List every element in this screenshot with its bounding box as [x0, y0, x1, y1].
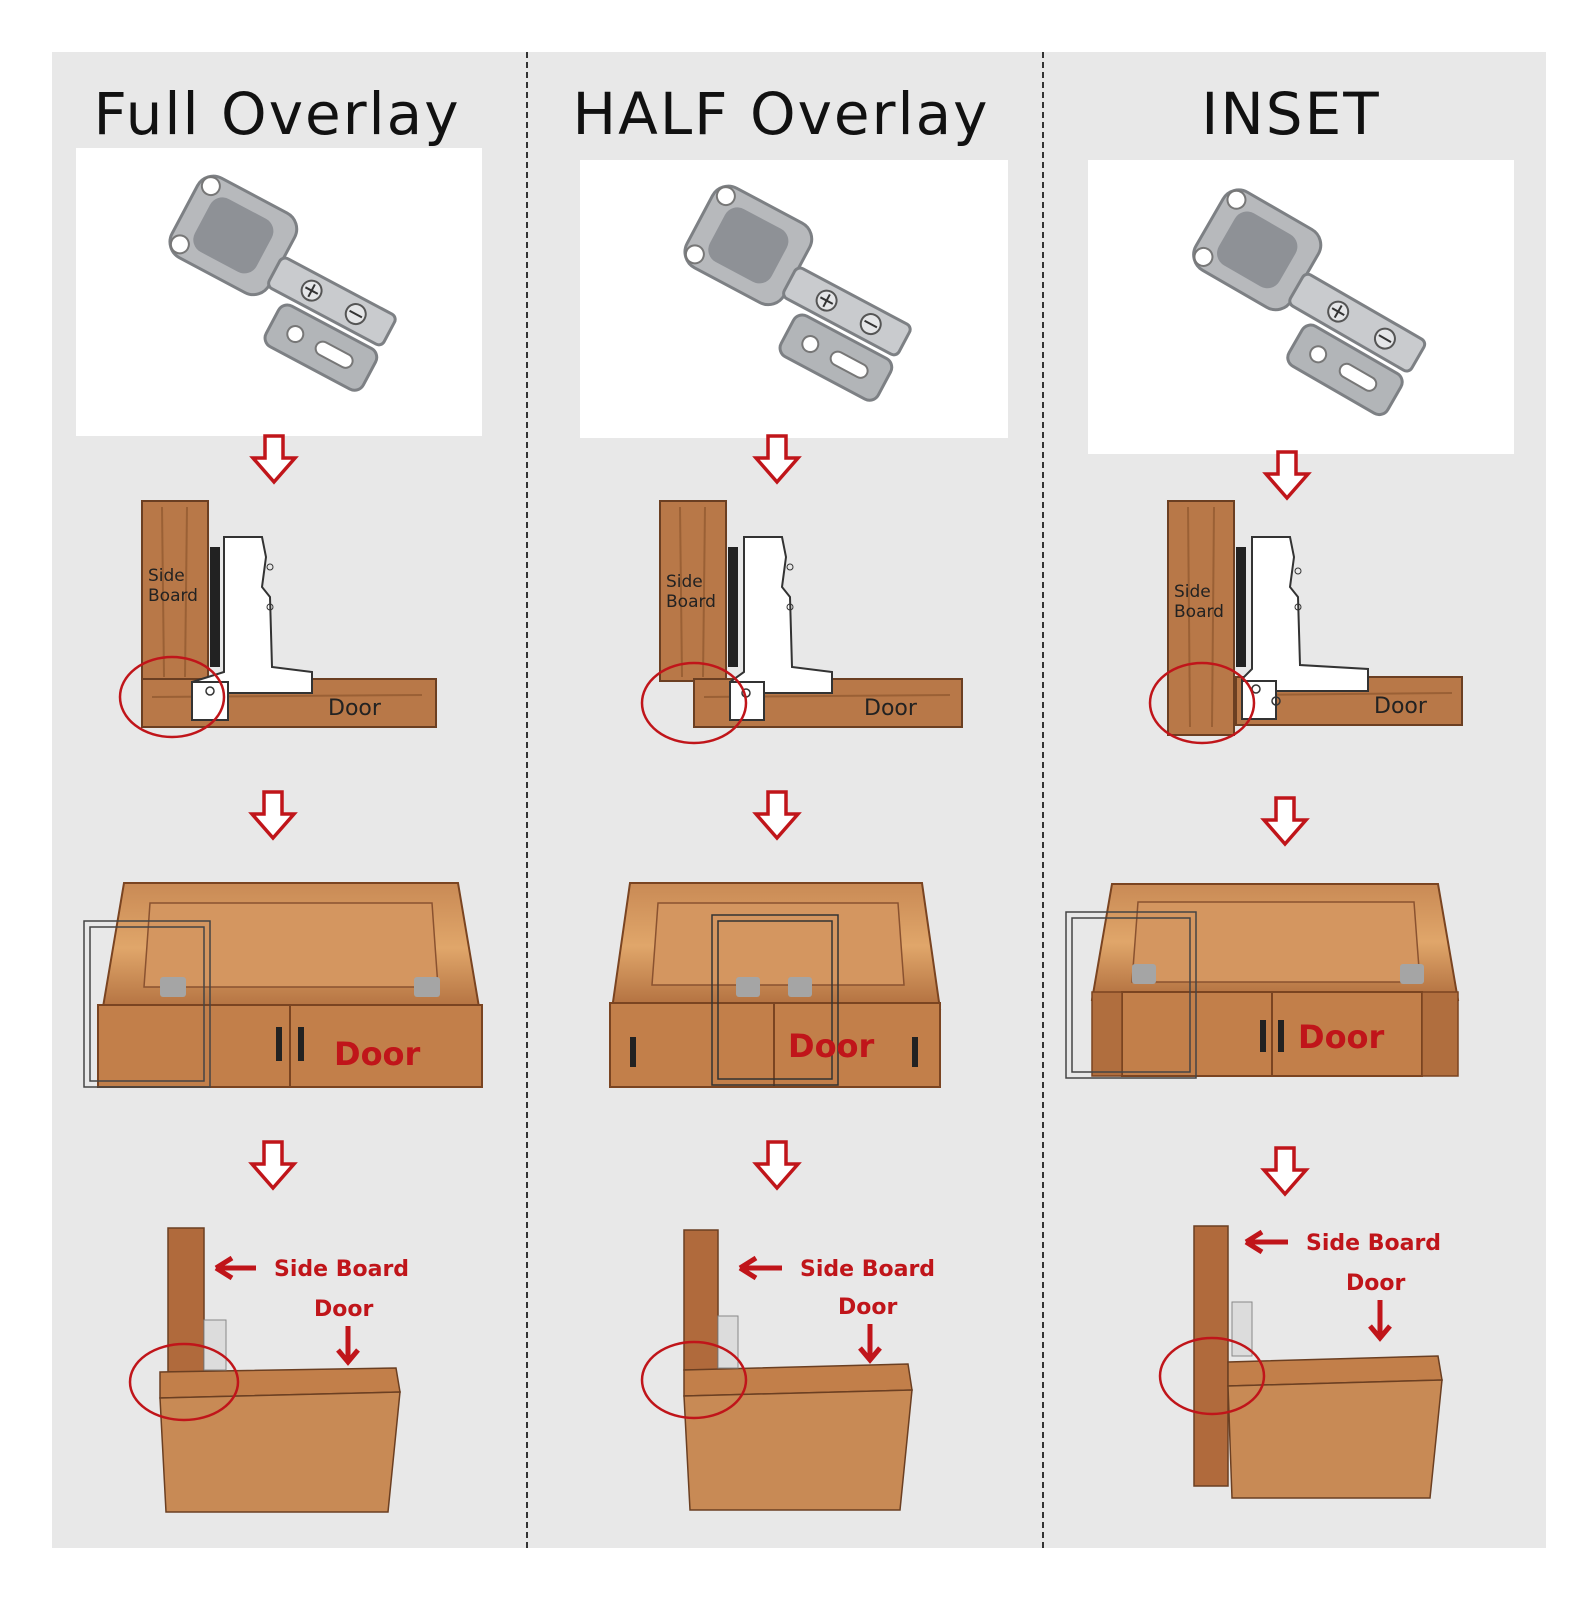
highlight-circle — [640, 1340, 748, 1420]
down-arrow-icon — [1260, 1146, 1310, 1197]
highlight-circle — [1148, 661, 1256, 745]
side-board-label: Side Board — [274, 1257, 409, 1282]
column-title: HALF Overlay — [572, 80, 990, 148]
highlight-circle — [128, 1342, 240, 1422]
highlight-circle — [118, 655, 226, 739]
side-board-label: Board — [1174, 602, 1224, 622]
hinge-section-diagram: Side Board Door — [610, 497, 990, 747]
down-arrow-icon — [1262, 450, 1312, 501]
side-board-label: Board — [666, 592, 716, 612]
comparison-panel: Full Overlay — [52, 52, 1546, 1548]
side-board-label: Side — [148, 566, 185, 586]
down-arrow-icon — [752, 1140, 802, 1191]
arrow-left-icon — [214, 1255, 256, 1281]
corner-illustration: Side Board Door — [124, 1222, 444, 1522]
column-half-overlay: HALF Overlay — [528, 52, 1018, 1548]
highlight-circle — [640, 661, 748, 745]
cabinet-illustration: Door — [80, 877, 490, 1097]
hinge-photo — [76, 148, 482, 436]
door-label: Door — [1374, 694, 1428, 719]
cabinet-illustration: Door — [1065, 880, 1466, 1080]
arrow-down-icon — [336, 1326, 360, 1366]
arrow-left-icon — [738, 1255, 782, 1281]
down-arrow-icon — [248, 790, 298, 841]
side-board-label: Side — [1174, 582, 1211, 602]
side-board-label: Side Board — [800, 1257, 935, 1282]
hinge-icon — [683, 184, 912, 402]
corner-illustration: Side Board Door — [628, 1224, 968, 1524]
down-arrow-icon — [752, 790, 802, 841]
door-label: Door — [788, 1027, 875, 1065]
arrow-down-icon — [858, 1324, 882, 1364]
hinge-photo — [1088, 160, 1514, 454]
side-board-label: Side Board — [1306, 1231, 1441, 1256]
column-inset: INSET — [1044, 52, 1546, 1548]
down-arrow-icon — [248, 1140, 298, 1191]
cabinet-illustration: Door — [608, 877, 948, 1097]
door-label: Door — [314, 1297, 373, 1322]
side-board-shape — [141, 500, 209, 682]
column-full-overlay: Full Overlay — [52, 52, 542, 1548]
side-board-shape — [659, 500, 727, 682]
column-divider-2 — [1042, 52, 1044, 1548]
door-label: Door — [328, 696, 382, 721]
column-title: Full Overlay — [93, 80, 461, 148]
hinge-section-diagram: Side Board Door — [112, 497, 472, 747]
column-title: INSET — [1201, 80, 1381, 148]
arrow-down-icon — [1368, 1300, 1392, 1342]
door-label: Door — [1298, 1018, 1385, 1056]
hinge-section-diagram: Side Board Door — [1132, 497, 1492, 747]
side-board-label: Side — [666, 572, 703, 592]
door-label: Door — [1346, 1271, 1405, 1296]
highlight-circle — [1158, 1336, 1266, 1416]
down-arrow-icon — [752, 434, 802, 485]
down-arrow-icon — [1260, 796, 1310, 847]
hinge-icon — [1192, 188, 1427, 417]
hinge-icon — [168, 174, 397, 392]
down-arrow-icon — [249, 434, 299, 485]
hinge-photo — [580, 160, 1008, 438]
corner-illustration: Side Board Door — [1148, 1216, 1488, 1516]
door-label: Door — [334, 1035, 421, 1073]
door-label: Door — [864, 696, 918, 721]
side-board-shape — [1167, 500, 1235, 736]
column-divider-1 — [526, 52, 528, 1548]
door-label: Door — [838, 1295, 897, 1320]
side-board-label: Board — [148, 586, 198, 606]
arrow-left-icon — [1244, 1229, 1288, 1255]
